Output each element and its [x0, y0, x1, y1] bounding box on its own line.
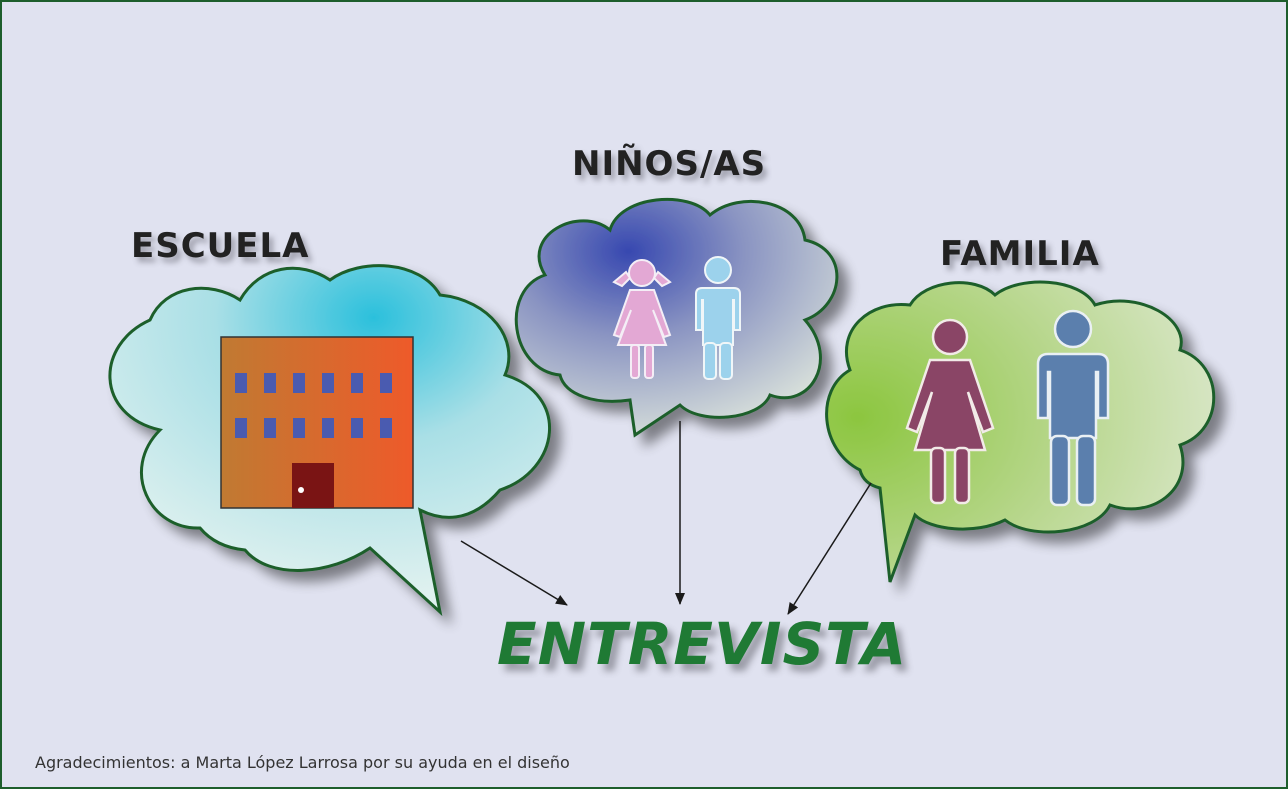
girl-icon — [612, 259, 672, 379]
kids-bubble — [514, 197, 839, 438]
ninos-label: NIÑOS/AS — [572, 144, 767, 184]
entrevista-title: ENTREVISTA — [497, 610, 908, 678]
boy-icon — [695, 256, 741, 380]
escuela-label: ESCUELA — [131, 226, 310, 266]
school-building-icon — [220, 336, 414, 509]
arrow-familia-to-entrevista — [787, 482, 872, 615]
credits-text: Agradecimientos: a Marta López Larrosa p… — [35, 753, 570, 772]
familia-label: FAMILIA — [940, 234, 1100, 274]
woman-icon — [905, 318, 995, 505]
arrow-escuela-to-entrevista — [460, 540, 568, 606]
man-icon — [1036, 309, 1110, 507]
family-bubble — [825, 280, 1216, 583]
